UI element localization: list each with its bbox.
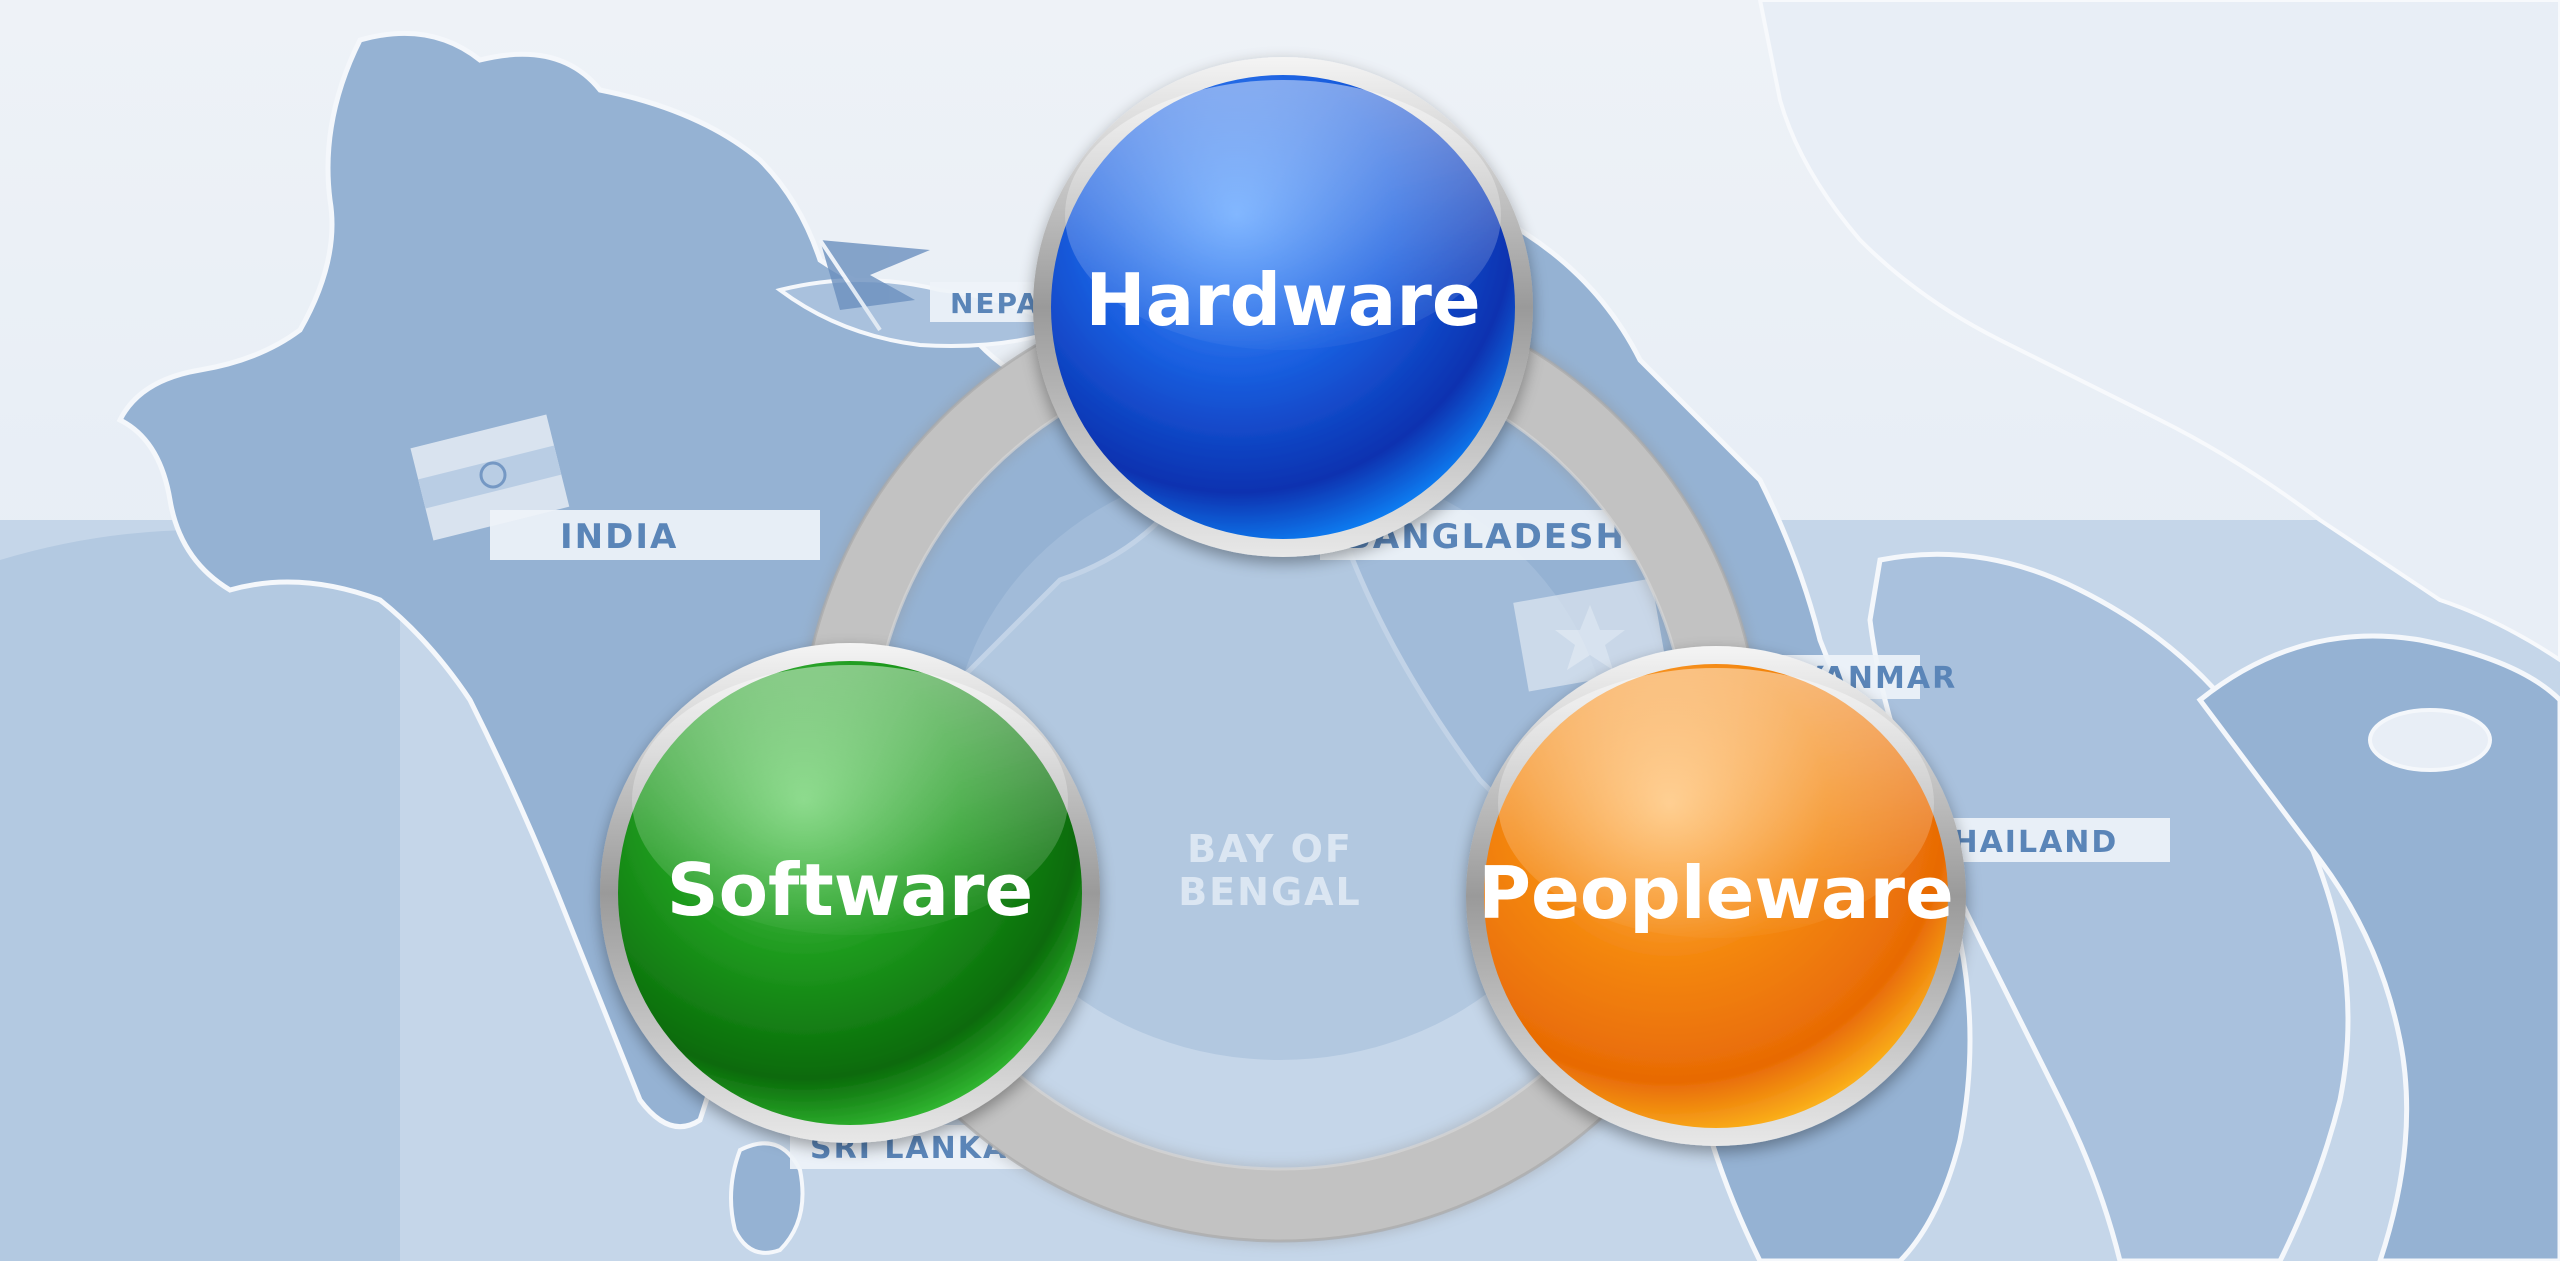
cycle-diagram: Hardware Software Peopleware [600, 57, 1966, 1245]
label-india: INDIA [490, 510, 820, 560]
software-label: Software [667, 848, 1034, 932]
sri-lanka-land [729, 1141, 805, 1255]
hardware-label: Hardware [1085, 258, 1480, 342]
hardware-node[interactable]: Hardware [1033, 57, 1533, 557]
right-coast [2196, 633, 2560, 1261]
software-node[interactable]: Software [600, 643, 1100, 1143]
peopleware-label: Peopleware [1478, 851, 1954, 935]
sea-label-line1: BAY OF [1187, 827, 1353, 871]
peopleware-node[interactable]: Peopleware [1466, 646, 1966, 1146]
asia-land [1757, 0, 2560, 663]
india-flag-icon [410, 414, 570, 541]
island [2368, 708, 2492, 772]
arabian-sea [0, 530, 400, 1261]
sea-label-line2: BENGAL [1178, 870, 1362, 914]
bay-area [950, 460, 1610, 1060]
nepal-flag-icon [818, 238, 930, 332]
svg-text:INDIA: INDIA [560, 517, 678, 557]
